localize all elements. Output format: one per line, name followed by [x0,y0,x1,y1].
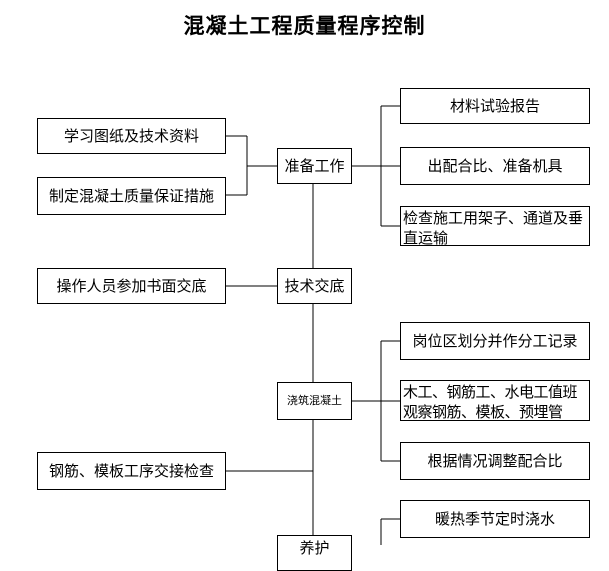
node-duty-observation: 木工、钢筋工、水电工值班观察钢筋、模板、预埋管 [400,380,590,421]
node-handover-inspection: 钢筋、模板工序交接检查 [37,452,226,490]
connector-lines [226,105,400,545]
node-tech-briefing: 技术交底 [277,268,352,304]
node-quality-measures: 制定混凝土质量保证措施 [37,177,226,215]
node-pour-concrete: 浇筑混凝土 [277,382,352,420]
node-mix-ratio: 出配合比、准备机具 [400,147,590,185]
node-material-report: 材料试验报告 [400,88,590,124]
node-study-drawings: 学习图纸及技术资料 [37,118,226,154]
node-post-division: 岗位区划分并作分工记录 [400,322,590,360]
page-title: 混凝土工程质量程序控制 [183,13,426,38]
node-adjust-mix: 根据情况调整配合比 [400,442,590,480]
node-written-briefing: 操作人员参加书面交底 [37,268,226,304]
node-timed-watering: 暖热季节定时浇水 [400,500,590,538]
node-curing: 养护 [277,535,352,571]
node-prepare: 准备工作 [277,148,352,184]
node-scaffold-check: 检查施工用架子、通道及垂直运输 [400,206,590,247]
